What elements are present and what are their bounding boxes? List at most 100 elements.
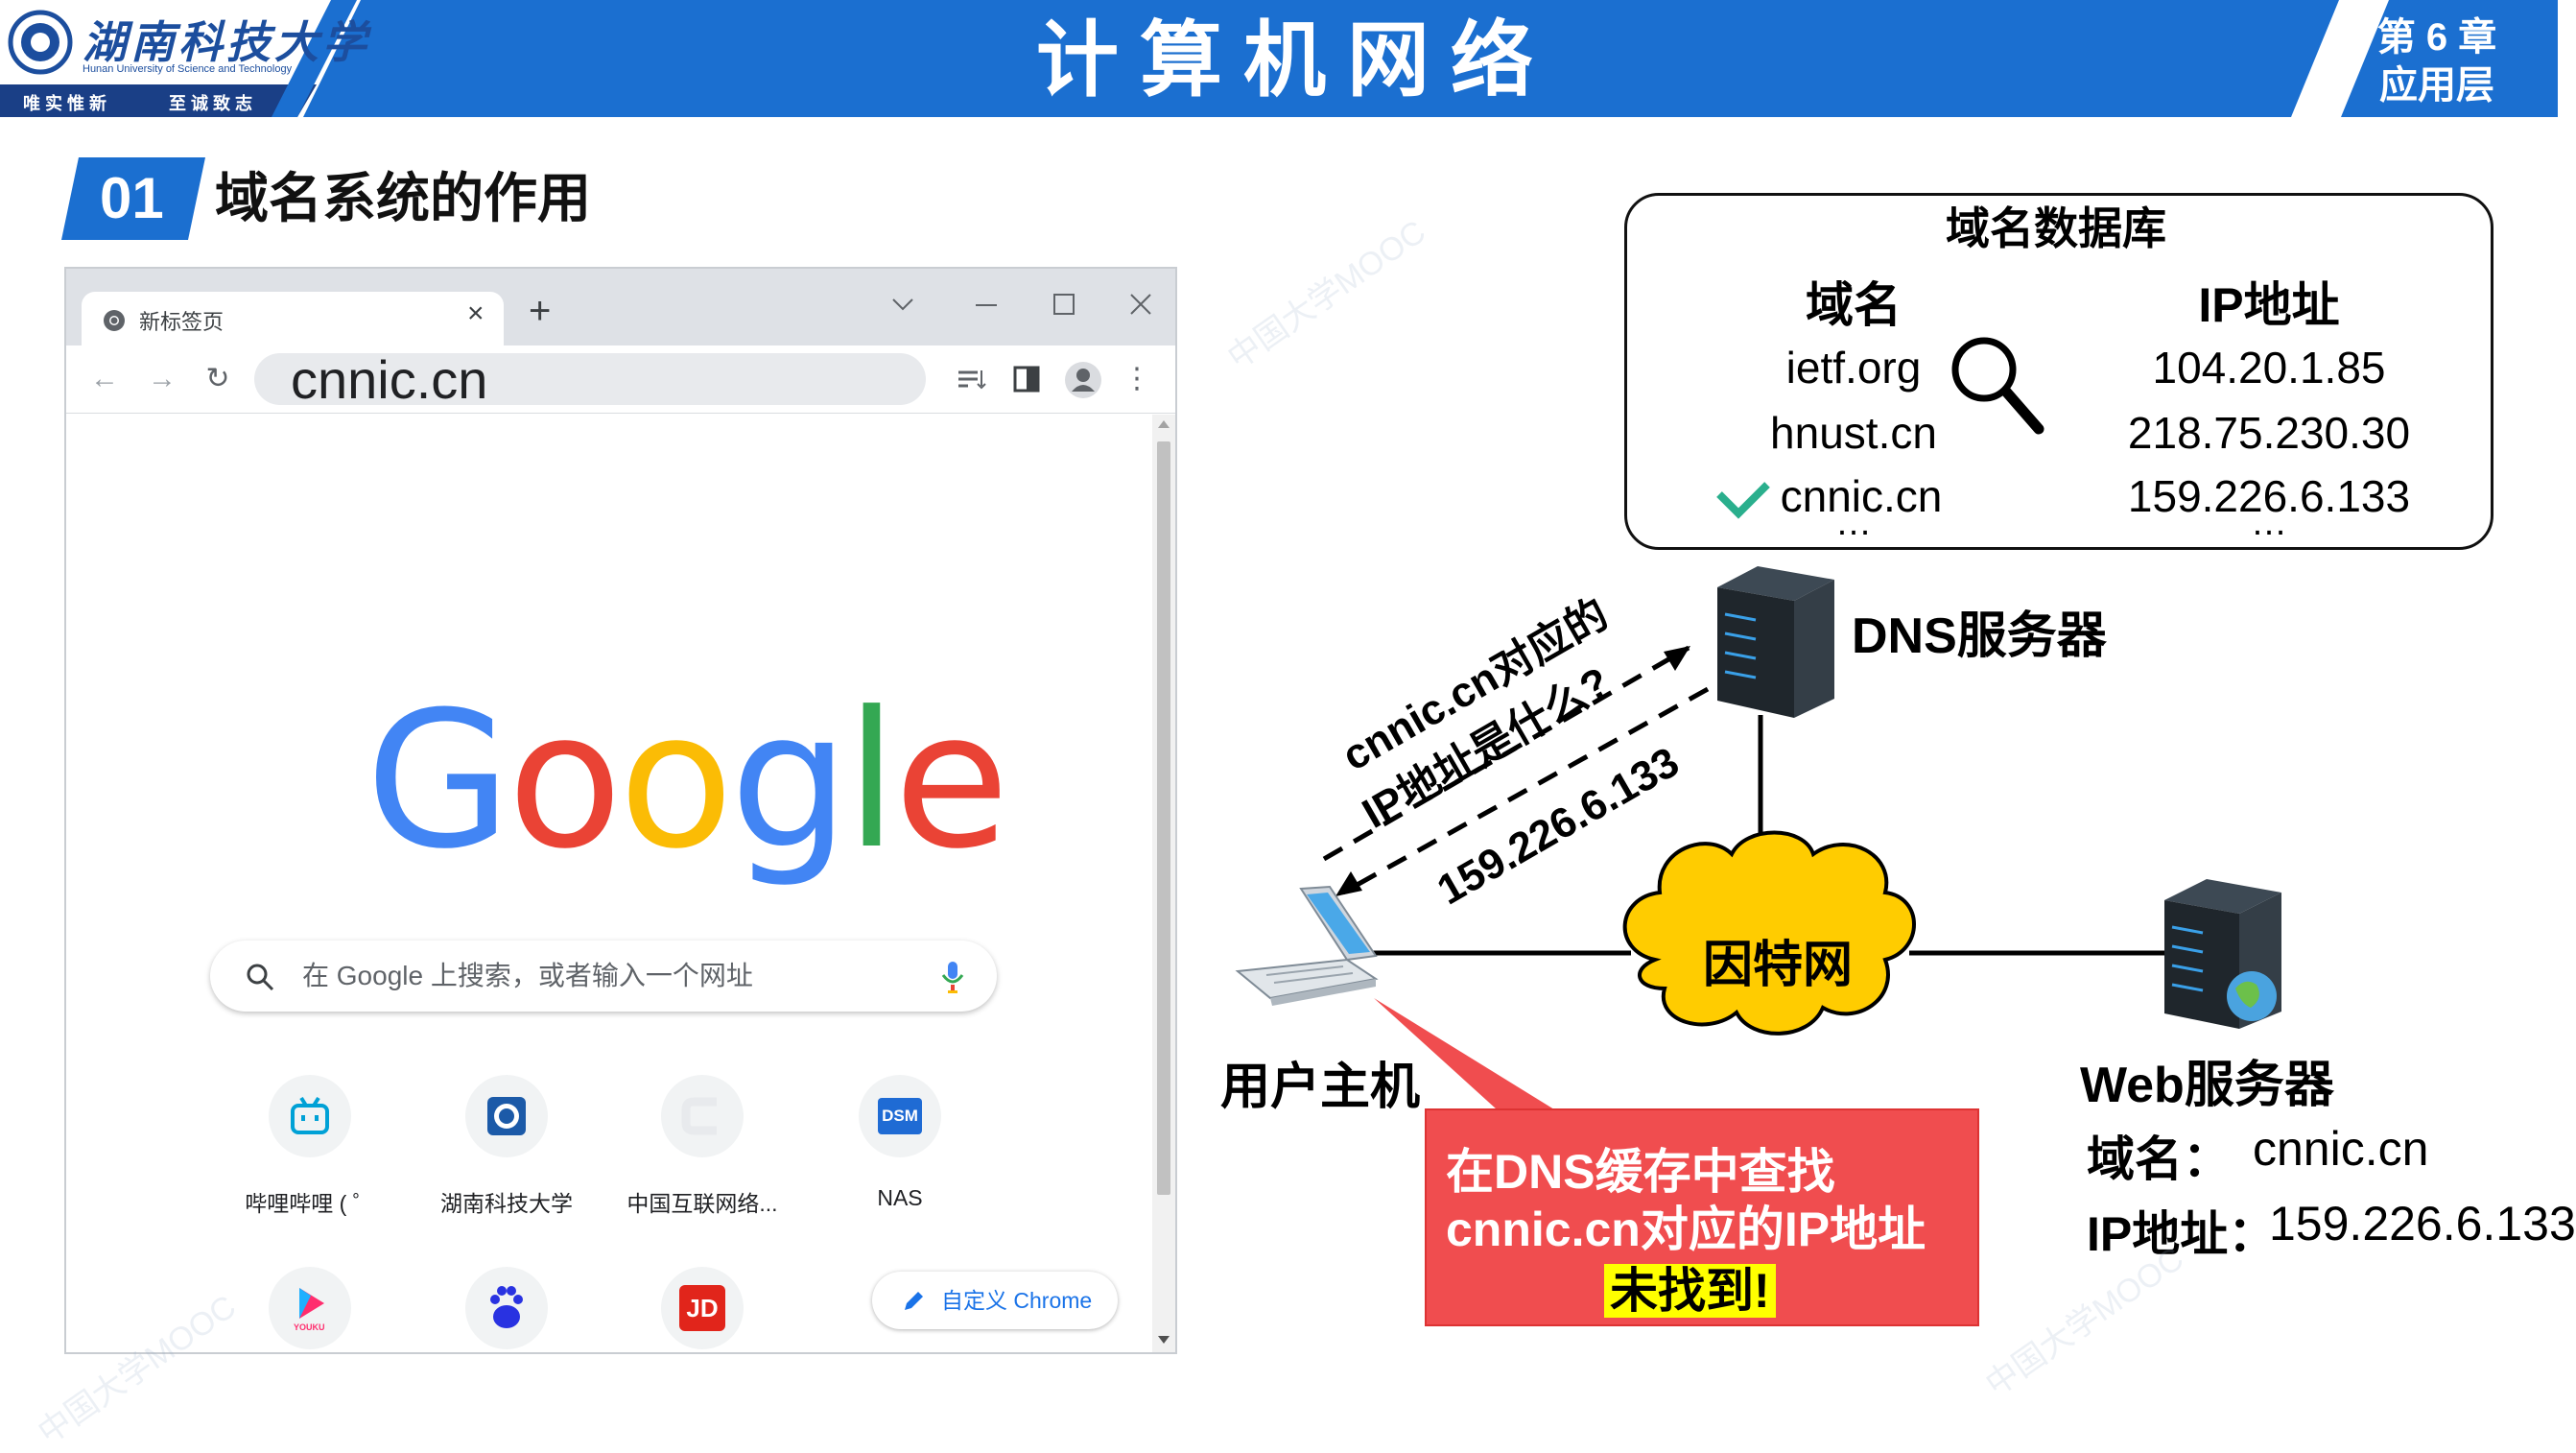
cache-result-highlight: 未找到! xyxy=(1604,1252,1776,1322)
web-ip-value: 159.226.6.133 xyxy=(2269,1197,2576,1251)
scroll-up-arrow-icon[interactable] xyxy=(1158,420,1170,428)
web-domain-value: cnnic.cn xyxy=(2253,1122,2429,1176)
domain-database-box xyxy=(1624,193,2493,550)
tab-title: 新标签页 xyxy=(139,310,225,334)
database-col-ip: IP地址 xyxy=(2198,278,2340,332)
section-number-badge xyxy=(61,157,205,240)
shortcut-label-nas: NAS xyxy=(877,1185,923,1210)
forward-icon[interactable]: → xyxy=(148,363,177,394)
shortcut-youku[interactable]: YOUKU xyxy=(269,1267,351,1349)
shortcut-nas[interactable]: DSM xyxy=(859,1075,941,1157)
google-logo: Google xyxy=(366,672,1010,891)
shortcut-cnnic[interactable] xyxy=(661,1075,744,1157)
window-controls xyxy=(892,294,1151,315)
header-bar xyxy=(0,0,2558,117)
google-letter-o1: o xyxy=(507,672,623,891)
tab-search-chevron-icon[interactable] xyxy=(892,298,913,311)
reading-list-icon[interactable] xyxy=(955,365,989,393)
callout-pointer xyxy=(1374,998,1554,1109)
jd-icon: JD xyxy=(679,1285,725,1331)
youku-icon xyxy=(299,1288,324,1319)
database-title: 域名数据库 xyxy=(1946,203,2166,253)
google-letter-g: G xyxy=(366,672,511,891)
google-letter-l: l xyxy=(845,672,898,891)
db-row-ip-1: 104.20.1.85 xyxy=(2152,343,2386,393)
query-arrowhead xyxy=(1664,646,1690,671)
microphone-icon[interactable] xyxy=(939,960,968,994)
db-ip-ellipsis: … xyxy=(2251,503,2287,543)
database-col-domain: 域名 xyxy=(1806,278,1902,332)
chrome-icon xyxy=(104,310,125,331)
shortcut-label-bilibili: 哔哩哔哩 ( ゜ xyxy=(245,1191,375,1216)
db-row-domain-3: cnnic.cn xyxy=(1780,471,1943,521)
university-logo-icon xyxy=(8,10,73,75)
vertical-scrollbar[interactable] xyxy=(1152,415,1175,1352)
dsm-icon: DSM xyxy=(878,1098,922,1134)
search-icon xyxy=(247,964,274,991)
db-row-ip-3: 159.226.6.133 xyxy=(2127,471,2411,521)
section-title: 域名系统的作用 xyxy=(215,168,591,228)
side-panel-icon[interactable] xyxy=(1012,365,1041,393)
web-server-label: Web服务器 xyxy=(2080,1058,2334,1113)
web-server-icon xyxy=(2164,879,2281,1029)
scroll-down-arrow-icon[interactable] xyxy=(1158,1336,1170,1344)
new-tab-button[interactable]: + xyxy=(529,290,552,332)
browser-window: 新标签页 × + ← → ↻ cnnic.cn ⋮ Google xyxy=(64,267,1177,1354)
university-english-name: Hunan University of Science and Technolo… xyxy=(83,63,293,75)
browser-toolbar: ← → ↻ cnnic.cn ⋮ xyxy=(66,345,1175,414)
shortcut-label-cnnic: 中国互联网络... xyxy=(626,1191,778,1216)
internet-cloud-icon xyxy=(1622,830,1916,1036)
menu-kebab-icon[interactable]: ⋮ xyxy=(1123,363,1151,394)
university-name: 湖南科技大学 xyxy=(83,16,370,68)
course-title: 计算机网络 xyxy=(1036,14,1554,107)
reply-arrow-line xyxy=(1341,686,1710,895)
customize-chrome-button[interactable]: 自定义 Chrome xyxy=(872,1272,1118,1329)
user-host-label: 用户主机 xyxy=(1220,1060,1421,1115)
google-letter-e: e xyxy=(893,672,1010,891)
scroll-thumb[interactable] xyxy=(1157,441,1170,1195)
bilibili-icon xyxy=(291,1096,329,1134)
chapter-title: 应用层 xyxy=(2379,64,2494,107)
hnust-icon xyxy=(487,1097,526,1135)
db-row-ip-2: 218.75.230.30 xyxy=(2127,408,2411,458)
shortcut-bilibili[interactable] xyxy=(269,1075,351,1157)
dns-server-label: DNS服务器 xyxy=(1852,608,2107,664)
reply-arrowhead xyxy=(1335,871,1362,896)
db-domain-ellipsis: … xyxy=(1835,503,1872,543)
magnifier-icon xyxy=(1951,337,2044,435)
address-bar[interactable]: cnnic.cn xyxy=(254,349,926,410)
baidu-icon xyxy=(490,1286,523,1328)
internet-label: 因特网 xyxy=(1703,938,1854,993)
chapter-number: 第 6 章 xyxy=(2376,16,2497,59)
shortcut-label-hnust: 湖南科技大学 xyxy=(440,1191,573,1216)
google-search-box[interactable]: 在 Google 上搜索，或者输入一个网址 xyxy=(210,941,997,1012)
close-window-icon[interactable] xyxy=(1130,294,1151,315)
motto-right: 至诚致志 xyxy=(169,94,257,113)
pencil-icon xyxy=(905,1292,923,1310)
cache-line-1: 在DNS缓存中查找 xyxy=(1446,1145,1835,1199)
cache-result: 未找到! xyxy=(1604,1264,1776,1318)
check-icon xyxy=(1716,482,1770,519)
cnnic-icon xyxy=(681,1097,717,1135)
db-row-domain-2: hnust.cn xyxy=(1770,408,1937,458)
shortcut-jd[interactable]: JD xyxy=(661,1267,744,1349)
profile-avatar-icon[interactable] xyxy=(1064,361,1102,399)
shortcut-hnust[interactable] xyxy=(465,1075,548,1157)
motto-left: 唯实惟新 xyxy=(23,94,111,113)
search-placeholder: 在 Google 上搜索，或者输入一个网址 xyxy=(302,961,753,990)
google-letter-o2: o xyxy=(618,672,734,891)
youku-badge: YOUKU xyxy=(294,1322,325,1332)
tab-new-tab[interactable]: 新标签页 × xyxy=(82,292,504,345)
db-row-domain-1: ietf.org xyxy=(1785,343,1922,393)
dns-cache-callout: 在DNS缓存中查找 cnnic.cn对应的IP地址 未找到! xyxy=(1425,1108,1979,1326)
address-text: cnnic.cn xyxy=(291,349,488,410)
maximize-icon[interactable] xyxy=(1053,294,1075,315)
shortcut-baidu[interactable] xyxy=(465,1267,548,1349)
reload-icon[interactable]: ↻ xyxy=(205,363,230,394)
back-icon[interactable]: ← xyxy=(90,363,119,394)
tab-strip: 新标签页 × + xyxy=(66,269,1175,345)
web-ip-label: IP地址： xyxy=(2087,1207,2277,1261)
tab-close-button[interactable]: × xyxy=(467,298,484,329)
dns-server-icon xyxy=(1717,566,1834,718)
